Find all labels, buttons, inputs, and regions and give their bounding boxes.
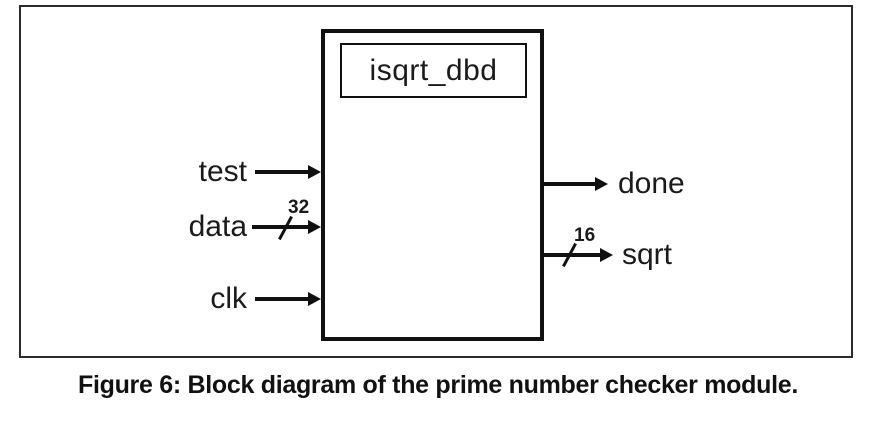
input-label-data: data: [188, 210, 247, 243]
module-name-label: isqrt_dbd: [369, 53, 498, 87]
diagram-frame: isqrt_dbd test data 32 clk done: [19, 5, 853, 358]
arrow-shaft: [544, 182, 597, 186]
arrow-head-icon: [308, 165, 321, 179]
arrow-head-icon: [600, 248, 613, 262]
module-block: isqrt_dbd: [321, 29, 544, 341]
output-arrow-sqrt: [544, 248, 613, 262]
input-arrow-data: [252, 220, 321, 234]
input-arrow-test: [255, 165, 321, 179]
bus-width-data: 32: [288, 197, 310, 218]
bus-width-sqrt: 16: [574, 225, 596, 246]
figure-caption: Figure 6: Block diagram of the prime num…: [78, 371, 798, 399]
arrow-shaft: [255, 170, 310, 174]
arrow-head-icon: [595, 177, 608, 191]
output-arrow-done: [544, 177, 608, 191]
input-arrow-clk: [255, 292, 321, 306]
output-label-done: done: [618, 167, 685, 200]
arrow-head-icon: [308, 220, 321, 234]
input-label-test: test: [198, 155, 247, 188]
module-name-box: isqrt_dbd: [340, 43, 527, 98]
arrow-shaft: [252, 225, 310, 229]
arrow-shaft: [544, 253, 602, 257]
arrow-head-icon: [308, 292, 321, 306]
input-label-clk: clk: [210, 282, 247, 315]
output-label-sqrt: sqrt: [622, 238, 673, 271]
arrow-shaft: [255, 297, 310, 301]
